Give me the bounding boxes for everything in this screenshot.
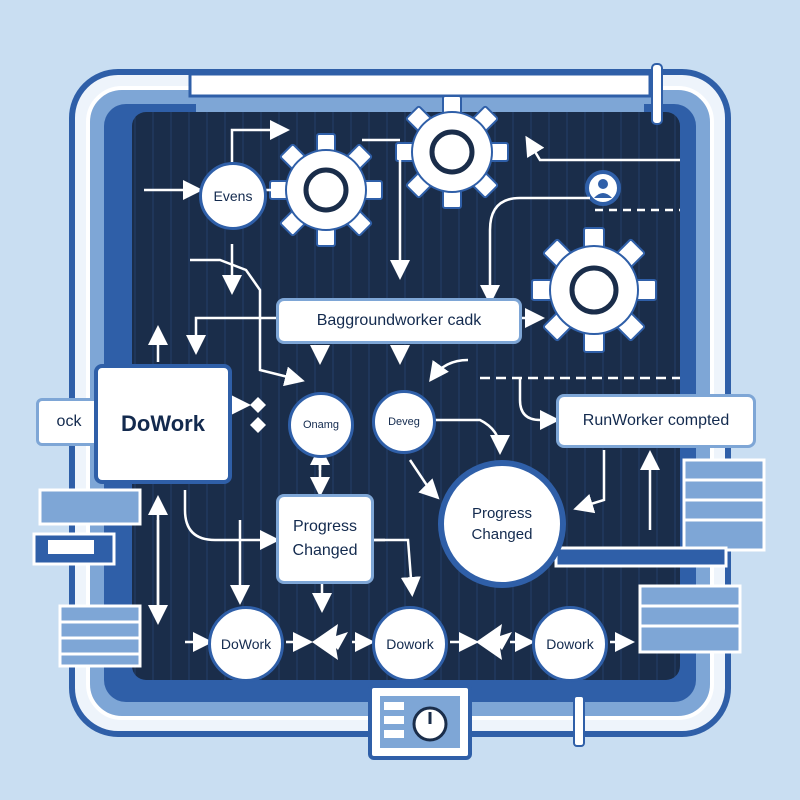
progress-changed-left-node[interactable]: Progress Changed xyxy=(276,494,374,584)
diamond-connector-icon xyxy=(250,397,266,413)
progress-changed-right-node[interactable]: Progress Changed xyxy=(438,460,566,588)
runworker-completed-label: RunWorker compted xyxy=(582,412,730,429)
dowork-node-3[interactable]: Dowork xyxy=(532,606,608,682)
dowork-node-1[interactable]: DoWork xyxy=(208,606,284,682)
arrow-mid-right xyxy=(518,378,560,430)
top-rail xyxy=(188,63,663,125)
dowork-1-label: DoWork xyxy=(220,636,272,652)
user-badge-icon xyxy=(585,170,621,206)
arrow-bgw-left xyxy=(186,316,282,355)
dock-tab[interactable]: ock xyxy=(36,398,102,446)
dowork-2-label: Dowork xyxy=(386,636,434,652)
dowork-main-node[interactable]: DoWork xyxy=(94,364,232,484)
progress-left-line1: Progress xyxy=(292,518,357,535)
chevron-arrows xyxy=(250,397,512,660)
dev-node[interactable]: Deveg xyxy=(372,390,436,454)
chevron-left-icon xyxy=(476,624,512,660)
arrow-left-curve xyxy=(183,490,280,550)
progress-changed-left-text: Progress Changed xyxy=(293,518,358,560)
right-shelf xyxy=(554,458,766,654)
progress-left-line2: Changed xyxy=(292,542,358,559)
progress-right-line2: Changed xyxy=(471,526,533,543)
ongoing-node[interactable]: Onamg xyxy=(288,392,354,458)
gauge-icon xyxy=(368,684,472,760)
arrow-gear-chain xyxy=(480,196,590,305)
diamond-connector-icon xyxy=(250,417,266,433)
chevron-left-icon xyxy=(312,624,348,660)
connector-arrows xyxy=(144,120,680,652)
arrow-right-in xyxy=(525,135,680,162)
arrow-left-down xyxy=(190,258,305,387)
events-label: Evens xyxy=(213,188,253,204)
dock-tab-label: ock xyxy=(56,413,82,430)
gear-icon xyxy=(395,95,509,209)
arrow-dev-to-progress xyxy=(430,418,510,455)
dowork-node-2[interactable]: Dowork xyxy=(372,606,448,682)
dowork-3-label: Dowork xyxy=(546,636,594,652)
bottom-pin xyxy=(573,695,585,747)
gear-icon xyxy=(269,133,383,247)
left-shelf xyxy=(32,488,142,668)
arrow-mid-curve xyxy=(429,358,469,383)
background-worker-node[interactable]: Baggroundworker cadk xyxy=(276,298,522,344)
background-worker-label: Baggroundworker cadk xyxy=(316,312,482,329)
arrow-run-down xyxy=(573,450,606,514)
runworker-completed-node[interactable]: RunWorker compted xyxy=(556,394,756,448)
dowork-main-label: DoWork xyxy=(121,411,205,436)
gear-icon xyxy=(531,227,657,353)
arrow-top-loop xyxy=(230,120,290,162)
events-node[interactable]: Evens xyxy=(199,162,267,230)
progress-right-line1: Progress xyxy=(471,505,532,522)
progress-changed-right-text: Progress Changed xyxy=(472,505,533,543)
ongoing-label: Onamg xyxy=(302,419,340,431)
dev-label: Deveg xyxy=(388,416,420,428)
arrow-dev-down xyxy=(408,459,440,500)
